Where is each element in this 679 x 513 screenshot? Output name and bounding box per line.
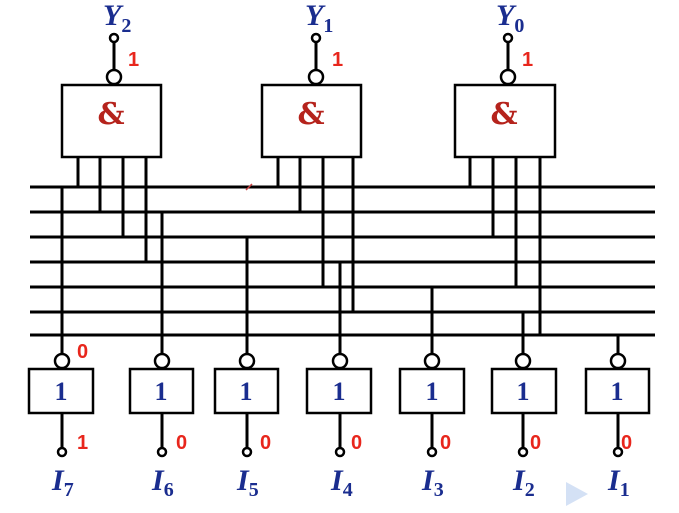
and-gate-y1-value: 1 <box>332 49 343 71</box>
and-gate-y1-bubble <box>307 68 325 86</box>
and-gate-y0-symbol: & <box>490 97 517 132</box>
and-gate-y2-bubble <box>105 68 123 86</box>
input-label-i5: I5 <box>236 464 259 501</box>
and-gate-y0: & 1 Y0 <box>453 0 557 159</box>
not-gate-i7-box <box>27 367 95 415</box>
input-label-i6: I6 <box>151 464 174 501</box>
not-gate-i2: 1 0 I2 <box>490 352 558 501</box>
not-gate-i7-output-value: 0 <box>77 341 88 363</box>
not-gate-i2-box <box>490 367 558 415</box>
cursor-arrow-icon <box>566 482 588 506</box>
and-input-wires <box>76 157 542 335</box>
not-gate-i3: 1 0 I3 <box>398 352 466 501</box>
and-gate-y0-value: 1 <box>522 49 533 71</box>
not-gate-i6: 1 0 I6 <box>128 352 195 501</box>
and-gate-y0-box <box>453 83 557 159</box>
not-output-wires <box>60 187 620 353</box>
not-gate-i6-box <box>128 367 195 415</box>
and-gate-y0-bubble <box>499 68 517 86</box>
not-gate-i2-symbol: 1 <box>517 377 530 406</box>
not-gate-i5-symbol: 1 <box>240 377 253 406</box>
not-gate-i7-input-value: 1 <box>77 432 88 454</box>
not-gate-i1: 1 0 I1 <box>584 352 651 501</box>
not-gate-i1-input-value: 0 <box>621 432 632 454</box>
not-gate-i5-box <box>213 367 280 415</box>
and-gate-y2: & 1 Y2 <box>60 0 163 159</box>
not-gate-i2-input-value: 0 <box>530 432 541 454</box>
output-label-y2: Y2 <box>103 0 131 37</box>
input-label-i2: I2 <box>512 464 535 501</box>
not-gate-i7: 1 0 1 I7 <box>27 341 95 501</box>
and-gate-y2-value: 1 <box>128 49 139 71</box>
not-gate-i3-box <box>398 367 466 415</box>
and-gate-y1: & 1 Y1 <box>260 0 363 159</box>
and-gate-y1-symbol: & <box>297 97 324 132</box>
bus-lines <box>30 185 655 337</box>
not-gate-i6-symbol: 1 <box>155 377 168 406</box>
not-gate-i4-input-value: 0 <box>351 432 362 454</box>
output-label-y1: Y1 <box>305 0 333 37</box>
not-gate-i3-symbol: 1 <box>426 377 439 406</box>
not-gate-i3-input-value: 0 <box>440 432 451 454</box>
stray-mark-icon <box>245 183 253 191</box>
and-gate-y1-box <box>260 83 363 159</box>
not-gate-i4-symbol: 1 <box>333 377 346 406</box>
not-gate-i1-box <box>584 367 651 415</box>
not-gate-i5: 1 0 I5 <box>213 352 280 501</box>
not-gate-i4-box <box>305 367 373 415</box>
not-gate-i5-input-value: 0 <box>260 432 271 454</box>
input-label-i4: I4 <box>330 464 353 501</box>
not-gate-i7-symbol: 1 <box>55 377 68 406</box>
not-gate-i4: 1 0 I4 <box>305 352 373 501</box>
input-label-i3: I3 <box>421 464 444 501</box>
output-label-y0: Y0 <box>496 0 524 37</box>
input-label-i7: I7 <box>51 464 74 501</box>
not-gate-i1-symbol: 1 <box>611 377 624 406</box>
and-gate-y2-symbol: & <box>97 97 124 132</box>
input-label-i1: I1 <box>607 464 630 501</box>
and-gate-y2-box <box>60 83 163 159</box>
not-gate-i6-input-value: 0 <box>176 432 187 454</box>
